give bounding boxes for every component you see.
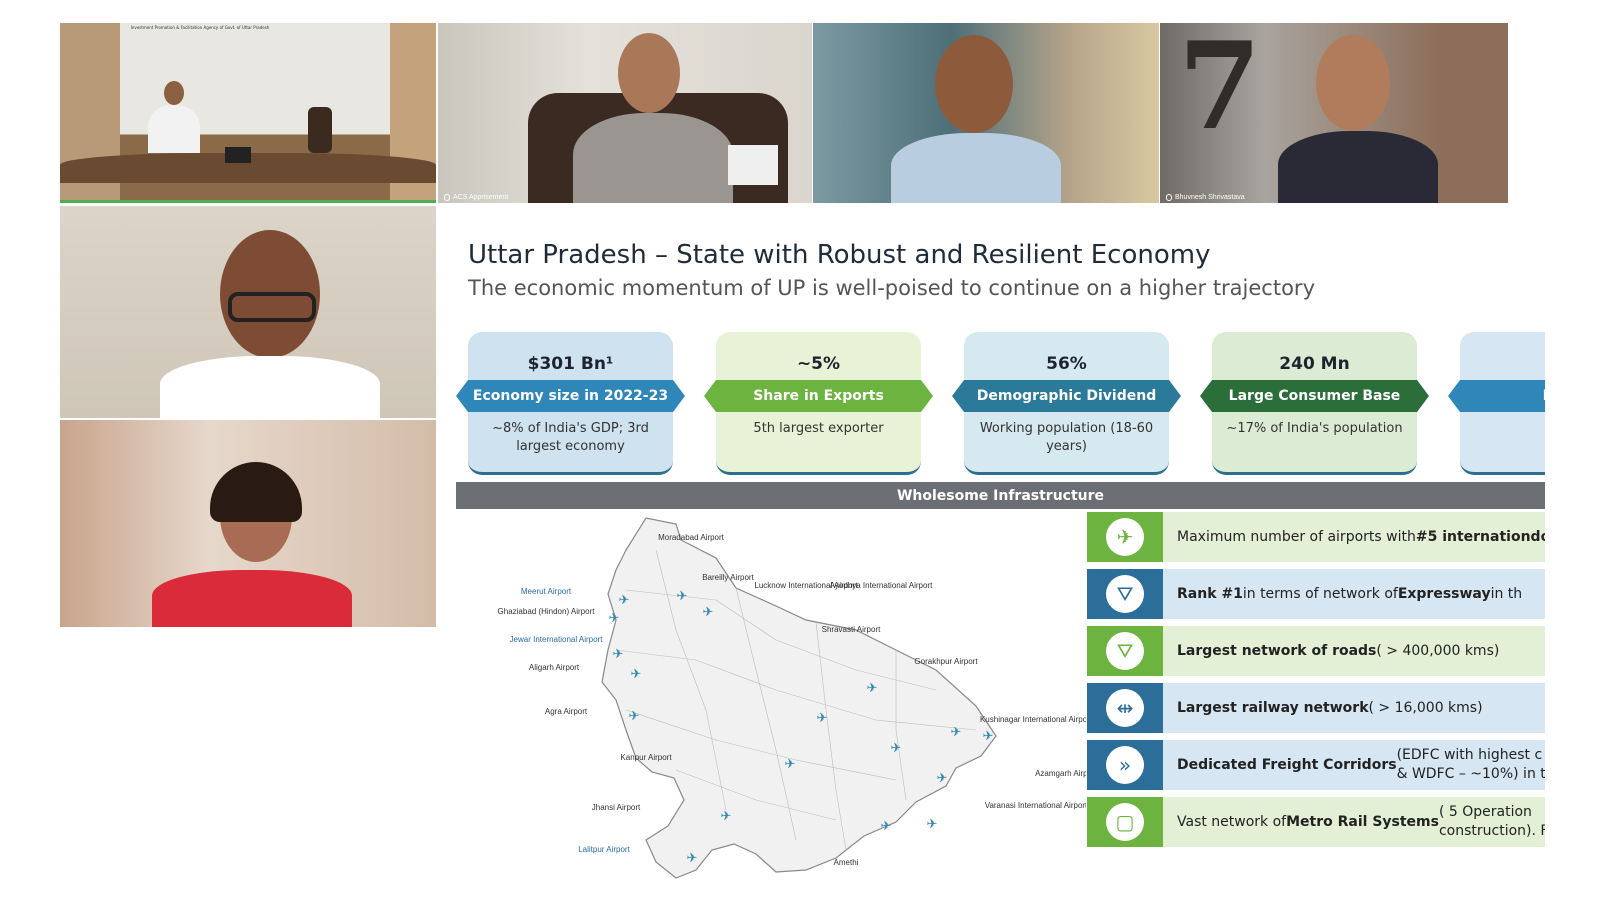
airplane-marker-icon: ✈ — [703, 605, 714, 620]
road-icon: ⛛ — [1106, 575, 1144, 613]
airplane-marker-icon: ✈ — [785, 757, 796, 772]
infra-text: Maximum number of airports with #5 inter… — [1163, 512, 1545, 562]
infra-icon-tile: ✈ — [1087, 512, 1163, 562]
airplane-marker-icon: ✈ — [609, 611, 620, 626]
infrastructure-item: ⛛ Largest network of roads ( > 400,000 km… — [1087, 626, 1545, 676]
airport-label: Amethi — [834, 858, 859, 867]
airport-label: Kushinagar International Airport — [980, 715, 1086, 724]
airplane-marker-icon: ✈ — [927, 817, 938, 832]
airport-label: Azamgarh Airport — [1035, 769, 1086, 778]
participant-name-label: Bhuvnesh Shrivastava — [1166, 194, 1245, 201]
airplane-marker-icon: ✈ — [937, 771, 948, 786]
infrastructure-item: » Dedicated Freight Corridors (EDFC with … — [1087, 740, 1545, 790]
card-ribbon: Demographic Dividend — [952, 380, 1181, 412]
infra-icon-tile: ▢ — [1087, 797, 1163, 847]
airport-label: Bareilly Airport — [702, 573, 754, 582]
slide-subtitle: The economic momentum of UP is well-pois… — [468, 276, 1315, 300]
infrastructure-header: Wholesome Infrastructure — [456, 482, 1545, 509]
infra-icon-tile: » — [1087, 740, 1163, 790]
infrastructure-item: ▢ Vast network of Metro Rail Systems ( 5 … — [1087, 797, 1545, 847]
freight-icon: » — [1106, 746, 1144, 784]
video-tile-participant-3[interactable] — [813, 23, 1159, 203]
airplane-marker-icon: ✈ — [721, 809, 732, 824]
airplane-marker-icon: ✈ — [619, 593, 630, 608]
airplane-marker-icon: ✈ — [817, 711, 828, 726]
card-description: Working population (18-60 years) — [979, 421, 1154, 454]
video-tile-participant-5[interactable] — [60, 206, 436, 418]
card-description: ~17% of India's population — [1226, 421, 1403, 436]
card-value: ~5% — [796, 354, 841, 374]
airport-label: Ayodhya International Airport — [830, 581, 933, 590]
airplane-marker-icon: ✈ — [613, 647, 624, 662]
airport-label: Meerut Airport — [521, 587, 572, 596]
infra-text: Vast network of Metro Rail Systems ( 5 O… — [1163, 797, 1545, 847]
airplane-marker-icon: ✈ — [631, 667, 642, 682]
airplane-marker-icon: ✈ — [677, 589, 688, 604]
video-tile-bhuvnesh[interactable]: 7 Bhuvnesh Shrivastava — [1160, 23, 1508, 203]
card-value: 240 Mn — [1279, 354, 1350, 374]
airport-label: Moradabad Airport — [658, 533, 725, 542]
airplane-marker-icon: ✈ — [891, 741, 902, 756]
infra-text: Dedicated Freight Corridors (EDFC with h… — [1163, 740, 1545, 790]
highway-icon: ⛛ — [1106, 632, 1144, 670]
infra-icon-tile: ⇹ — [1087, 683, 1163, 733]
airplane-marker-icon: ✈ — [983, 729, 994, 744]
card-description: 5th largest exporter — [753, 421, 884, 436]
card-description: ~8% of India's GDP; 3rd largest economy — [492, 421, 649, 454]
infrastructure-item: ⇹ Largest railway network ( > 16,000 kms) — [1087, 683, 1545, 733]
infra-icon-tile: ⛛ — [1087, 569, 1163, 619]
airport-label: Kanpur Airport — [620, 753, 672, 762]
state-outline — [601, 517, 997, 879]
airplane-marker-icon: ✈ — [629, 709, 640, 724]
airport-label: Varanasi International Airport — [985, 801, 1086, 810]
airplane-marker-icon: ✈ — [951, 725, 962, 740]
card-value: 56% — [1046, 354, 1087, 374]
infra-icon-tile: ⛛ — [1087, 626, 1163, 676]
airplane-marker-icon: ✈ — [881, 819, 892, 834]
infra-text: Largest network of roads ( > 400,000 kms… — [1163, 626, 1545, 676]
railway-icon: ⇹ — [1106, 689, 1144, 727]
infra-text: Largest railway network ( > 16,000 kms) — [1163, 683, 1545, 733]
airplane-marker-icon: ✈ — [687, 851, 698, 866]
airport-label: Aligarh Airport — [529, 663, 580, 672]
video-tile-conference-room[interactable]: Investment Promotion & Facilitation Agen… — [60, 23, 436, 203]
infrastructure-item: ⛛ Rank #1 in terms of network of Expressw… — [1087, 569, 1545, 619]
card-ribbon: Incre — [1448, 380, 1545, 412]
presentation-slide: Uttar Pradesh – State with Robust and Re… — [446, 210, 1545, 886]
video-tile-acs[interactable]: ACS Apprisement — [438, 23, 812, 203]
card-ribbon: Large Consumer Base — [1200, 380, 1429, 412]
card-value: $301 Bn¹ — [527, 354, 614, 374]
airport-label: Lucknow International Airport — [754, 581, 858, 590]
stat-card: Incre — [1448, 332, 1545, 475]
airport-label: Ghaziabad (Hindon) Airport — [498, 607, 596, 616]
airplane-icon: ✈ — [1106, 518, 1144, 556]
airport-label: Agra Airport — [545, 707, 588, 716]
room-sign: Investment Promotion & Facilitation Agen… — [130, 25, 270, 30]
airport-label: Jhansi Airport — [592, 803, 641, 812]
airport-label: Lalitpur Airport — [578, 845, 630, 854]
microphone-icon — [444, 194, 450, 201]
card-ribbon: Share in Exports — [704, 380, 933, 412]
infra-text: Rank #1 in terms of network of Expresswa… — [1163, 569, 1545, 619]
microphone-icon — [1166, 194, 1172, 201]
infrastructure-item: ✈ Maximum number of airports with #5 inte… — [1087, 512, 1545, 562]
slide-title: Uttar Pradesh – State with Robust and Re… — [468, 240, 1211, 270]
metro-icon: ▢ — [1106, 803, 1144, 841]
participant-name-label: ACS Apprisement — [444, 194, 508, 201]
airport-label: Jewar International Airport — [510, 635, 604, 644]
airplane-marker-icon: ✈ — [867, 681, 878, 696]
airport-label: Gorakhpur Airport — [914, 657, 978, 666]
video-tile-participant-6[interactable] — [60, 420, 436, 627]
airport-label: Shravasti Airport — [822, 625, 881, 634]
card-ribbon: Economy size in 2022-23 — [456, 380, 685, 412]
